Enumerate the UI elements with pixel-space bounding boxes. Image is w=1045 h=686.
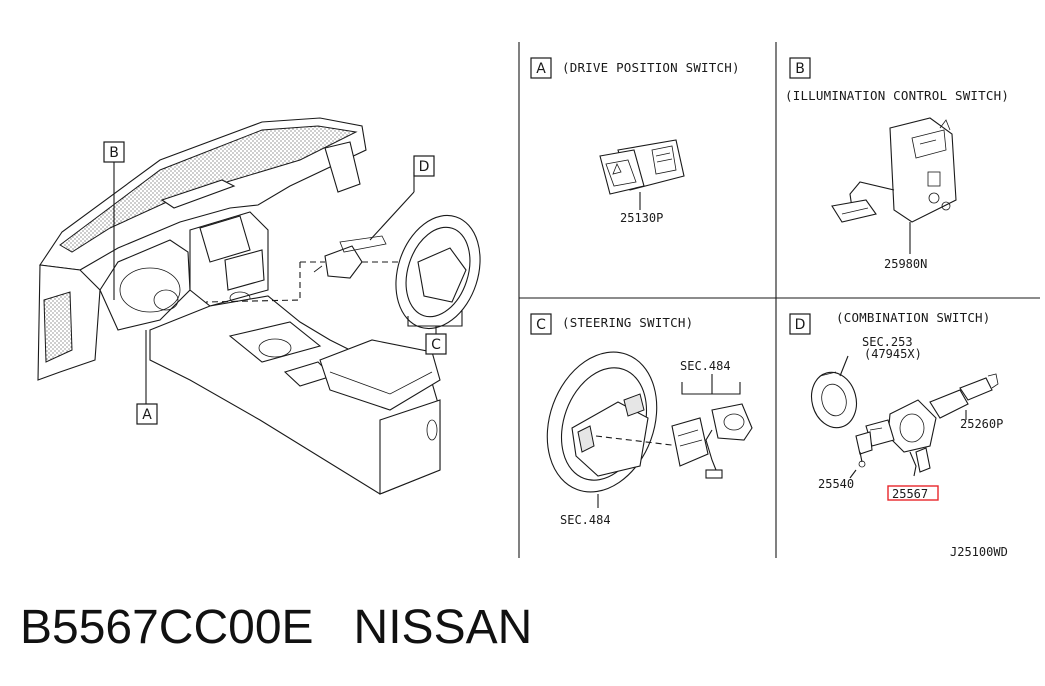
callout-b-box: B bbox=[103, 141, 125, 163]
panel-d: D (COMBINATION SWITCH) SEC.2 bbox=[789, 310, 1003, 501]
steering-switch-module-drawing bbox=[671, 374, 753, 479]
panel-b-letter: B bbox=[795, 61, 805, 77]
panel-d-title: (COMBINATION SWITCH) bbox=[836, 310, 991, 325]
panel-a-title: (DRIVE POSITION SWITCH) bbox=[562, 60, 740, 75]
panel-grid bbox=[518, 42, 1040, 558]
steering-wheel-drawing bbox=[546, 351, 681, 508]
part-number: B5567CC00E bbox=[20, 601, 314, 654]
part-sec253: SEC.253 bbox=[862, 335, 913, 349]
panel-c-title: (STEERING SWITCH) bbox=[562, 315, 693, 330]
part-25260p: 25260P bbox=[960, 417, 1003, 431]
callout-a-label: A bbox=[142, 407, 152, 423]
diagram-code: J25100WD bbox=[950, 545, 1008, 559]
illumination-switch-drawing bbox=[831, 117, 957, 254]
panel-b-title: (ILLUMINATION CONTROL SWITCH) bbox=[785, 88, 1009, 103]
part-caption: B5567CC00E NISSAN bbox=[20, 596, 1020, 666]
panel-b: B (ILLUMINATION CONTROL SWITCH) 25980N bbox=[785, 57, 1009, 271]
part-25567: 25567 bbox=[892, 487, 928, 501]
dashboard-overview bbox=[37, 117, 481, 495]
callout-c-label: C bbox=[431, 337, 441, 353]
brand-name: NISSAN bbox=[353, 601, 533, 654]
part-sec484-bottom: SEC.484 bbox=[560, 513, 611, 527]
panel-c-letter: C bbox=[536, 317, 546, 333]
part-25540: 25540 bbox=[818, 477, 854, 491]
panel-a: A (DRIVE POSITION SWITCH) 25130P bbox=[530, 57, 740, 225]
highlighted-part-callout[interactable]: 25567 bbox=[887, 485, 939, 501]
callout-d-label: D bbox=[419, 159, 430, 175]
combination-switch-drawing bbox=[810, 355, 999, 479]
drive-position-switch-drawing bbox=[599, 139, 685, 210]
panel-a-letter: A bbox=[536, 61, 546, 77]
part-25980n: 25980N bbox=[884, 257, 927, 271]
panel-d-letter: D bbox=[795, 317, 806, 333]
callout-b-label: B bbox=[109, 145, 119, 161]
callout-d-box: D bbox=[413, 155, 435, 177]
parts-diagram: B A D C A (DRIVE POSITION SWITCH) 25130P… bbox=[37, 42, 1040, 559]
part-47945x: (47945X) bbox=[864, 347, 922, 361]
part-25130p: 25130P bbox=[620, 211, 663, 225]
panel-c: C (STEERING SWITCH) SEC.484 SEC.484 bbox=[530, 313, 753, 527]
callout-a-box: A bbox=[136, 403, 158, 425]
callout-c-box: C bbox=[425, 333, 447, 355]
part-sec484-top: SEC.484 bbox=[680, 359, 731, 373]
